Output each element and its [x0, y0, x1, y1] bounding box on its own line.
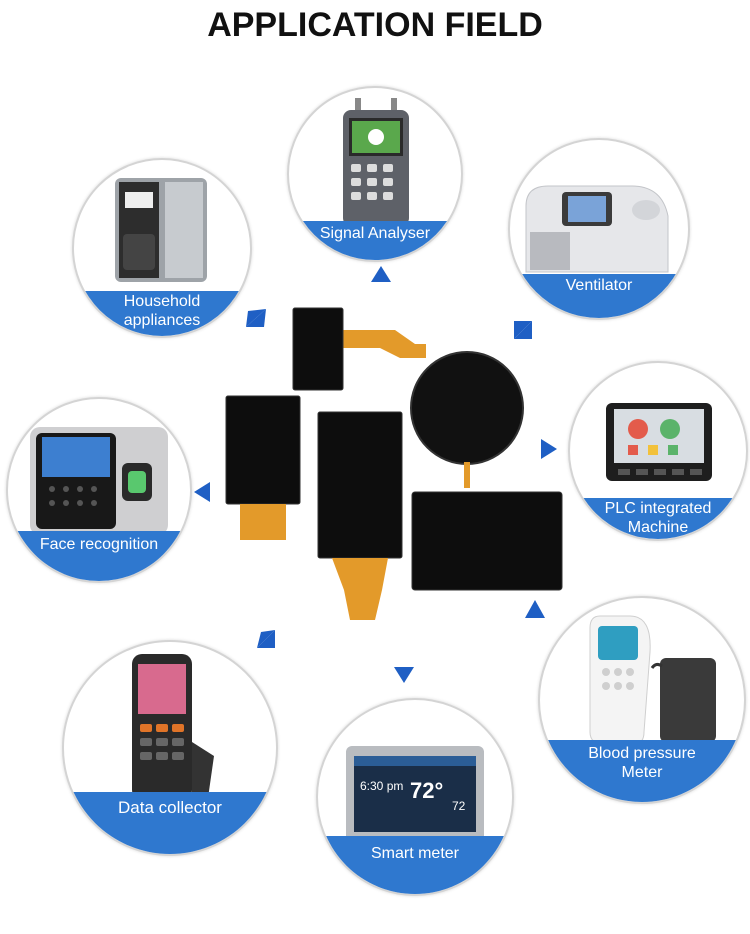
signal-analyser-device-icon — [343, 98, 409, 226]
arrow-down-left-icon — [246, 309, 266, 327]
data-collector-label-band: Data collector — [64, 792, 276, 854]
blood-pressure-label-line1: Blood pressure — [588, 745, 696, 762]
blood-pressure-monitor-icon — [589, 615, 716, 745]
arrow-down-icon — [394, 667, 414, 683]
blood-pressure-label-line2: Meter — [621, 764, 663, 781]
ventilator-circle: Ventilator — [508, 138, 690, 320]
ventilator-label: Ventilator — [565, 277, 633, 294]
face-label-band: Face recognition — [8, 531, 190, 581]
face-circle: Face recognition — [6, 397, 192, 583]
household-label-line2: appliances — [123, 312, 201, 329]
plc-label-line2: Machine — [627, 519, 689, 536]
plc-circle: PLC integrated Machine — [568, 361, 748, 541]
data-collector-label: Data collector — [118, 798, 222, 817]
tall-lcd-panel-left — [225, 395, 301, 540]
smart-meter-label: Smart meter — [370, 845, 459, 862]
center-lcd-panels — [225, 307, 563, 620]
ventilator-label-band: Ventilator — [510, 274, 688, 318]
arrow-left-icon — [194, 482, 210, 502]
round-lcd-panel — [410, 351, 524, 488]
small-lcd-panel — [292, 307, 426, 391]
household-label-band: Household appliances — [74, 291, 250, 336]
arrow-right-icon — [541, 439, 557, 459]
arrow-up-right-icon — [514, 321, 532, 339]
plc-label-line1: PLC integrated — [604, 500, 712, 517]
plc-label-band: PLC integrated Machine — [570, 498, 746, 539]
face-label: Face recognition — [39, 536, 159, 553]
tall-lcd-panel-center — [317, 411, 403, 620]
smart-meter-time: 6:30 pm — [360, 779, 403, 793]
arrow-up-right-2-icon — [525, 600, 545, 618]
smart-meter-label-band: Smart meter — [318, 836, 512, 894]
household-label-line1: Household — [123, 293, 201, 310]
arrow-down-left-2-icon — [257, 630, 275, 648]
signal-analyser-circle: Signal Analyser — [287, 86, 463, 262]
blood-pressure-circle: Blood pressure Meter — [538, 596, 746, 804]
thermostat-display-icon: 6:30 pm 72° 72 — [346, 746, 484, 842]
page-title: APPLICATION FIELD — [207, 6, 543, 44]
arrow-up-icon — [371, 266, 391, 282]
signal-analyser-label-band: Signal Analyser — [289, 221, 461, 260]
face-recognition-terminal-icon — [30, 427, 168, 535]
ventilator-device-icon — [525, 185, 669, 273]
smart-meter-circle: 6:30 pm 72° 72 Smart meter — [316, 698, 514, 896]
smart-meter-temp: 72° — [410, 778, 443, 803]
plc-controller-icon — [606, 403, 712, 481]
data-collector-circle: Data collector — [62, 640, 278, 856]
household-circle: Household appliances — [72, 158, 252, 338]
smart-meter-setpoint: 72 — [452, 799, 466, 813]
wide-lcd-panel — [411, 491, 563, 591]
handheld-scanner-icon — [132, 654, 214, 800]
blood-pressure-label-band: Blood pressure Meter — [540, 740, 744, 802]
coffee-machine-icon — [115, 178, 207, 282]
signal-analyser-label: Signal Analyser — [319, 225, 431, 242]
